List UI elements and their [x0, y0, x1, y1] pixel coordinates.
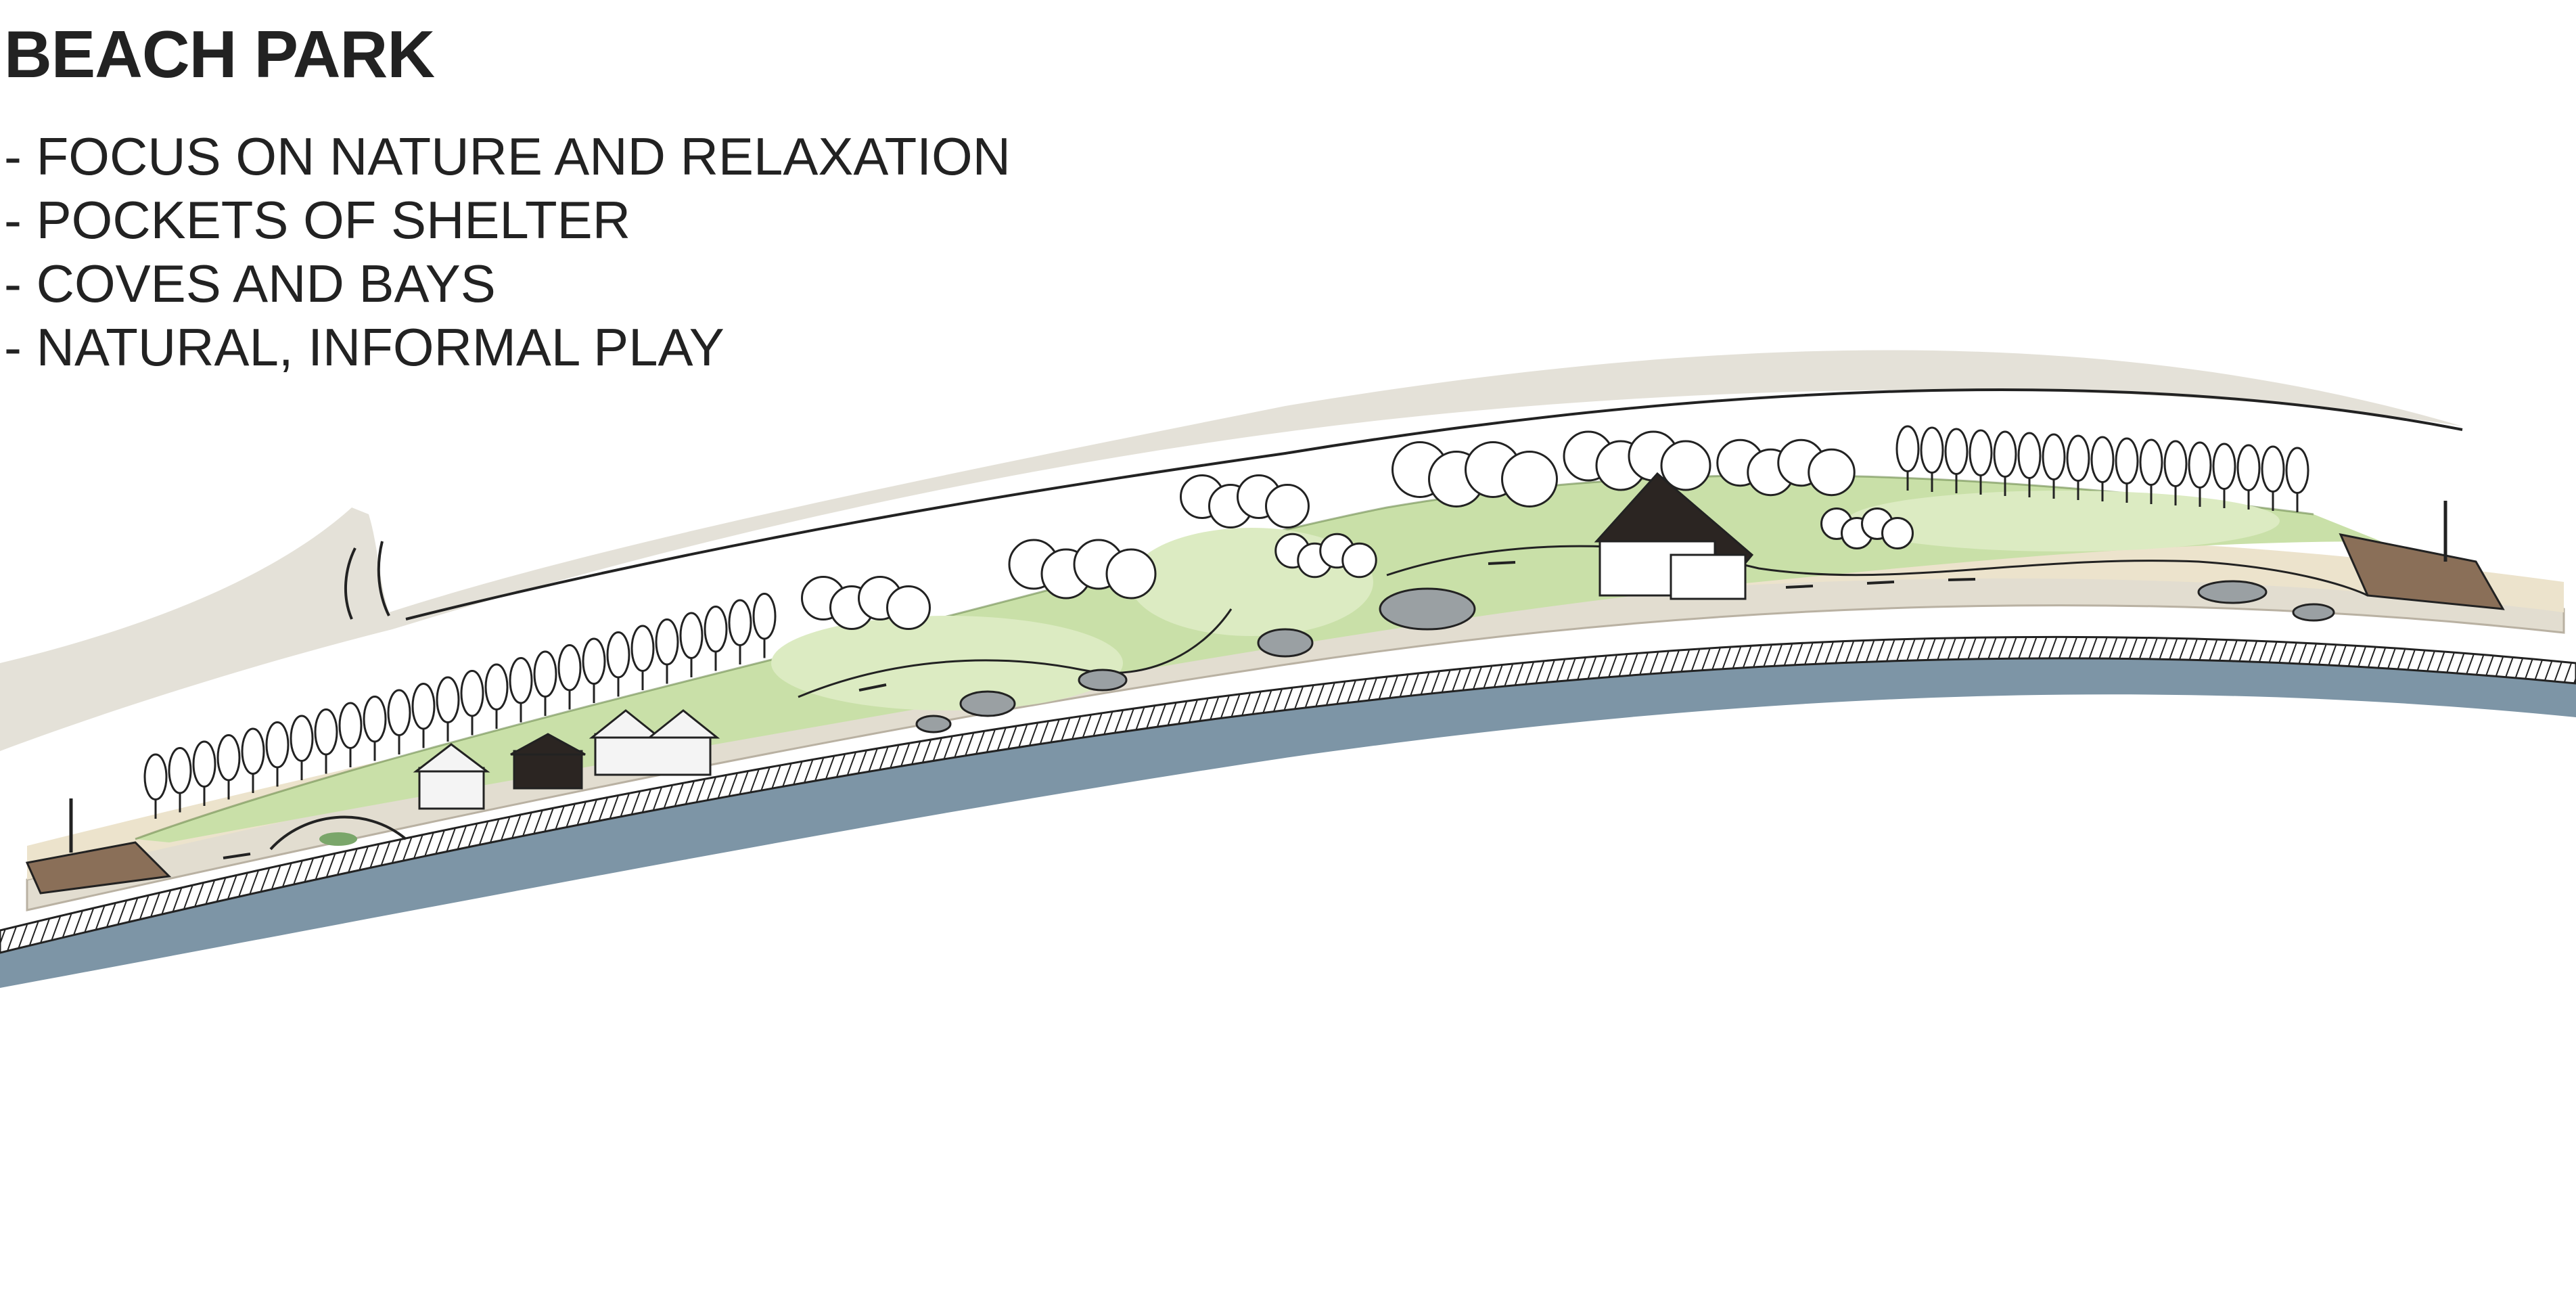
tree-cluster-crown	[1341, 542, 1377, 579]
tree-crown	[1969, 429, 1993, 476]
tree-cluster-crown	[1265, 484, 1310, 528]
tree-crown	[2285, 447, 2309, 494]
grass-patch	[771, 616, 1123, 710]
tree-cluster-crown	[1808, 448, 1856, 497]
tree-cluster-crown	[1105, 548, 1157, 600]
tree-crown	[2115, 437, 2139, 484]
tree-crown	[2236, 444, 2261, 491]
tree-crown	[557, 644, 582, 692]
tree-crown	[192, 740, 216, 788]
tree-crown	[2017, 432, 2042, 479]
tree-crown	[436, 676, 460, 723]
deck-right	[2339, 533, 2505, 610]
tree-crown	[241, 727, 265, 775]
tree-cluster-crown	[886, 585, 931, 630]
feature-item: - FOCUS ON NATURE AND RELAXATION	[4, 127, 1011, 186]
tree-crown	[1920, 426, 1944, 474]
tree-cluster-crown	[1501, 451, 1558, 507]
garden-path	[798, 608, 1233, 698]
tree-row-left	[143, 593, 777, 819]
tree-crown	[752, 593, 777, 640]
tree-crown	[2188, 441, 2212, 489]
tree-crown	[216, 734, 241, 782]
tree-crown	[484, 663, 509, 710]
tree-row-right	[1895, 425, 2309, 512]
tree-crown	[314, 708, 338, 756]
text-header: BEACH PARK - FOCUS ON NATURE AND RELAXAT…	[4, 14, 1154, 379]
tree-crown	[411, 683, 436, 730]
feature-item: - COVES AND BAYS	[4, 254, 496, 313]
garden-path	[1386, 545, 2368, 597]
tree-crown	[630, 625, 655, 672]
tree-crown	[1944, 428, 1969, 475]
tree-crown	[143, 753, 168, 800]
beach-huts	[413, 709, 720, 810]
tree-crown	[290, 715, 314, 762]
tree-crown	[728, 599, 752, 646]
tree-crown	[460, 670, 484, 717]
sea-wall	[0, 635, 2576, 954]
tree-crown	[2212, 443, 2236, 490]
tree-crown	[582, 637, 606, 685]
sand-band-outline	[344, 541, 390, 620]
tree-crown	[606, 631, 630, 679]
tree-crown	[1993, 430, 2017, 478]
tree-crown	[265, 721, 290, 769]
benches	[223, 561, 1976, 859]
feature-list: - FOCUS ON NATURE AND RELAXATION - POCKE…	[4, 125, 1154, 379]
feature-item: - POCKETS OF SHELTER	[4, 190, 631, 250]
feature-item: - NATURAL, INFORMAL PLAY	[4, 317, 724, 377]
tree-crown	[338, 702, 363, 749]
tree-crown	[387, 689, 411, 736]
tree-cluster-crown	[1660, 440, 1711, 491]
tree-crown	[168, 747, 192, 794]
tree-crown	[655, 618, 679, 666]
tree-crown	[1895, 425, 1920, 472]
tree-clusters	[801, 430, 1914, 630]
tree-crown	[2139, 438, 2163, 486]
rocks	[915, 580, 2335, 733]
water	[0, 643, 2576, 988]
park-grass	[135, 475, 2381, 842]
deck-left	[25, 841, 172, 895]
tree-crown	[2066, 434, 2090, 482]
sand-band	[0, 350, 2462, 751]
tree-cluster-crown	[1881, 517, 1914, 549]
tree-crown	[509, 657, 533, 704]
tree-crown	[2261, 445, 2285, 493]
tree-crown	[679, 612, 704, 659]
bridge	[269, 815, 407, 851]
grass-patch	[1847, 491, 2280, 551]
pavilion	[1594, 472, 1754, 600]
tree-crown	[2042, 433, 2066, 480]
tree-crown	[533, 650, 557, 698]
pond	[319, 832, 357, 846]
page-title: BEACH PARK	[4, 17, 435, 91]
tree-crown	[2163, 440, 2188, 487]
tree-crown	[704, 606, 728, 653]
sand-band-outline	[405, 388, 2463, 620]
tree-crown	[2090, 436, 2115, 483]
tree-crown	[363, 696, 387, 743]
